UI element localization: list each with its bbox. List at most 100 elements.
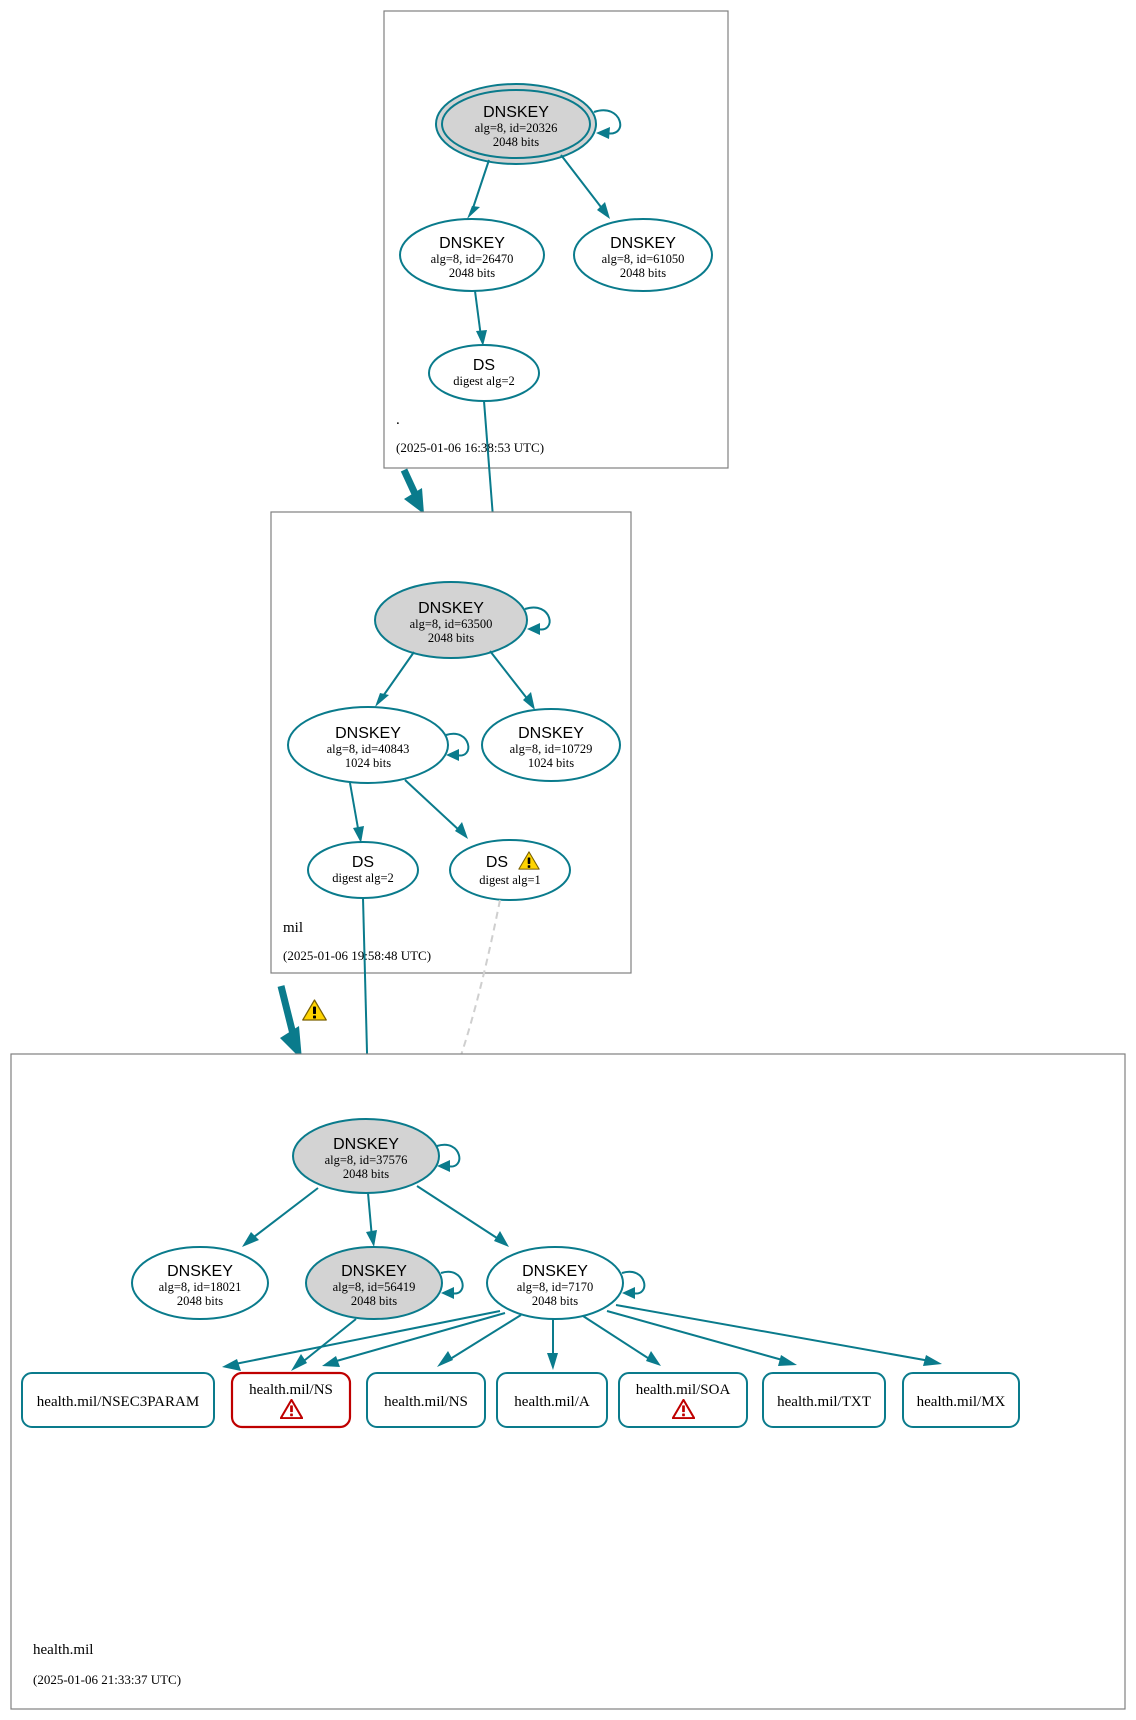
edge-key7170-to-ns-error	[332, 1312, 506, 1363]
edge-health-ksk-to-key56419	[367, 1192, 373, 1239]
node-health-key-18021[interactable]: DNSKEY alg=8, id=18021 2048 bits	[131, 1246, 269, 1320]
edge-key7170-to-a-arrowhead	[547, 1353, 558, 1370]
health-ksk-bits: 2048 bits	[343, 1167, 389, 1181]
node-root-ds-alg2[interactable]: DS digest alg=2	[428, 344, 540, 402]
mil-zsk-10729-title: DNSKEY	[518, 725, 584, 742]
root-ksk-inner-ellipse	[441, 89, 591, 159]
health-key-7170-self-sign-arrowhead	[622, 1287, 635, 1299]
edge-mil-zsk40843-to-ds-alg1	[404, 779, 461, 832]
node-mil-zsk-10729[interactable]: DNSKEY alg=8, id=10729 1024 bits	[481, 708, 621, 782]
edge-health-ksk-to-key18021-arrowhead	[242, 1232, 259, 1247]
node-root-zsk-26470[interactable]: DNSKEY alg=8, id=26470 2048 bits	[399, 218, 545, 292]
edge-mil-ksk-to-zsk10729-arrowhead	[523, 692, 535, 710]
edge-key7170-to-soa-arrowhead	[646, 1351, 661, 1366]
health-key-56419-self-sign-arrowhead	[441, 1287, 454, 1299]
edge-key7170-to-txt	[606, 1310, 787, 1362]
rrset-ns[interactable]: health.mil/NS	[366, 1372, 486, 1428]
root-ksk-alg-id: alg=8, id=20326	[475, 121, 558, 135]
zone-health-mil: DNSKEY alg=8, id=37576 2048 bits DNSKEY …	[10, 1053, 1126, 1710]
root-zsk-26470-alg-id: alg=8, id=26470	[431, 252, 514, 266]
mil-ds-alg1-digest: digest alg=1	[479, 873, 541, 887]
delegation-mil-to-health-arrowhead	[280, 1026, 302, 1060]
mil-ksk-ellipse	[374, 581, 528, 659]
root-ksk-title: DNSKEY	[483, 104, 549, 121]
node-mil-ds-alg1[interactable]: DS digest alg=1	[449, 839, 571, 901]
root-ds-digest: digest alg=2	[453, 374, 515, 388]
rrset-ns-box	[366, 1372, 486, 1428]
health-ksk-ellipse	[292, 1118, 440, 1194]
root-zsk-61050-ellipse	[573, 218, 713, 292]
root-zsk-26470-ellipse	[399, 218, 545, 292]
rrset-txt-box	[762, 1372, 886, 1428]
mil-ds-alg1-ellipse	[449, 839, 571, 901]
node-mil-ksk[interactable]: DNSKEY alg=8, id=63500 2048 bits	[374, 581, 551, 659]
rrset-txt-label: health.mil/TXT	[777, 1394, 871, 1410]
edge-mil-zsk40843-to-ds-alg2-arrowhead	[353, 826, 364, 843]
rrset-a-box	[496, 1372, 608, 1428]
root-ksk-self-sign-arrowhead	[596, 127, 610, 139]
health-key-56419-self-sign-loop	[440, 1270, 464, 1295]
health-key-7170-self-sign-loop	[621, 1270, 646, 1295]
edge-mil-zsk40843-to-ds-alg2	[349, 782, 360, 835]
rrset-nsec3param[interactable]: health.mil/NSEC3PARAM	[21, 1372, 215, 1428]
edge-root-ksk-to-zsk61050	[560, 154, 605, 212]
rrset-a[interactable]: health.mil/A	[496, 1372, 608, 1428]
mil-ksk-title: DNSKEY	[418, 600, 484, 617]
zone-health-mil-label: health.mil	[33, 1642, 93, 1658]
health-ksk-self-sign-arrowhead	[437, 1160, 450, 1172]
zone-root-label: .	[396, 412, 400, 428]
rrset-mx-box	[902, 1372, 1020, 1428]
health-key-7170-bits: 2048 bits	[532, 1294, 578, 1308]
node-health-ksk[interactable]: DNSKEY alg=8, id=37576 2048 bits	[292, 1118, 461, 1194]
mil-zsk-40843-ellipse	[287, 706, 449, 784]
rrset-ns-error-label: health.mil/NS	[249, 1382, 333, 1398]
mil-ds-alg2-title: DS	[352, 854, 374, 871]
root-zsk-61050-title: DNSKEY	[610, 235, 676, 252]
mil-zsk-40843-self-sign-arrowhead	[446, 749, 459, 761]
mil-zsk-10729-alg-id: alg=8, id=10729	[510, 742, 593, 756]
rrset-txt[interactable]: health.mil/TXT	[762, 1372, 886, 1428]
zone-mil-label: mil	[283, 920, 303, 936]
edge-root-zsk26470-to-ds	[474, 290, 482, 338]
root-ksk-bits: 2048 bits	[493, 135, 539, 149]
edge-health-ksk-to-key56419-arrowhead	[366, 1230, 377, 1247]
edge-key7170-to-soa	[582, 1315, 652, 1361]
mil-ksk-alg-id: alg=8, id=63500	[410, 617, 493, 631]
mil-zsk-40843-title: DNSKEY	[335, 725, 401, 742]
health-ksk-alg-id: alg=8, id=37576	[325, 1153, 408, 1167]
health-ksk-self-sign-loop	[436, 1143, 461, 1168]
rrset-mx-label: health.mil/MX	[917, 1394, 1006, 1410]
node-root-zsk-61050[interactable]: DNSKEY alg=8, id=61050 2048 bits	[573, 218, 713, 292]
rrset-mx[interactable]: health.mil/MX	[902, 1372, 1020, 1428]
node-health-key-56419[interactable]: DNSKEY alg=8, id=56419 2048 bits	[305, 1246, 464, 1320]
mil-ksk-self-sign-loop	[524, 606, 551, 631]
health-key-7170-alg-id: alg=8, id=7170	[517, 1280, 594, 1294]
rrset-ns-error[interactable]: health.mil/NS	[230, 1371, 352, 1429]
zone-root-timestamp: (2025-01-06 16:38:53 UTC)	[396, 440, 544, 455]
edge-root-ksk-to-zsk26470	[471, 159, 490, 212]
edge-root-zsk26470-to-ds-arrowhead	[476, 330, 487, 346]
node-root-ksk[interactable]: DNSKEY alg=8, id=20326 2048 bits	[435, 83, 622, 165]
health-key-56419-alg-id: alg=8, id=56419	[333, 1280, 416, 1294]
health-key-56419-bits: 2048 bits	[351, 1294, 397, 1308]
rrset-a-label: health.mil/A	[514, 1394, 590, 1410]
delegation-root-to-mil-line	[400, 468, 420, 498]
node-mil-ds-alg2[interactable]: DS digest alg=2	[307, 841, 419, 899]
root-ksk-self-sign-loop	[593, 109, 622, 135]
root-ds-title: DS	[473, 357, 495, 374]
node-health-key-7170[interactable]: DNSKEY alg=8, id=7170 2048 bits	[486, 1246, 646, 1320]
rrset-soa-label: health.mil/SOA	[636, 1382, 731, 1398]
health-key-18021-alg-id: alg=8, id=18021	[159, 1280, 242, 1294]
health-key-7170-title: DNSKEY	[522, 1263, 588, 1280]
delegation-mil-to-health-line	[277, 985, 297, 1035]
edge-mil-ksk-to-zsk10729	[489, 650, 530, 702]
mil-zsk-40843-bits: 1024 bits	[345, 756, 391, 770]
node-mil-zsk-40843[interactable]: DNSKEY alg=8, id=40843 1024 bits	[287, 706, 470, 784]
delegation-mil-to-health-warning-icon	[302, 999, 327, 1021]
edge-root-ksk-to-zsk61050-arrowhead	[597, 202, 610, 219]
rrset-soa[interactable]: health.mil/SOA	[618, 1372, 748, 1428]
health-key-18021-ellipse	[131, 1246, 269, 1320]
rrset-nsec3param-box	[21, 1372, 215, 1428]
mil-zsk-40843-alg-id: alg=8, id=40843	[327, 742, 410, 756]
